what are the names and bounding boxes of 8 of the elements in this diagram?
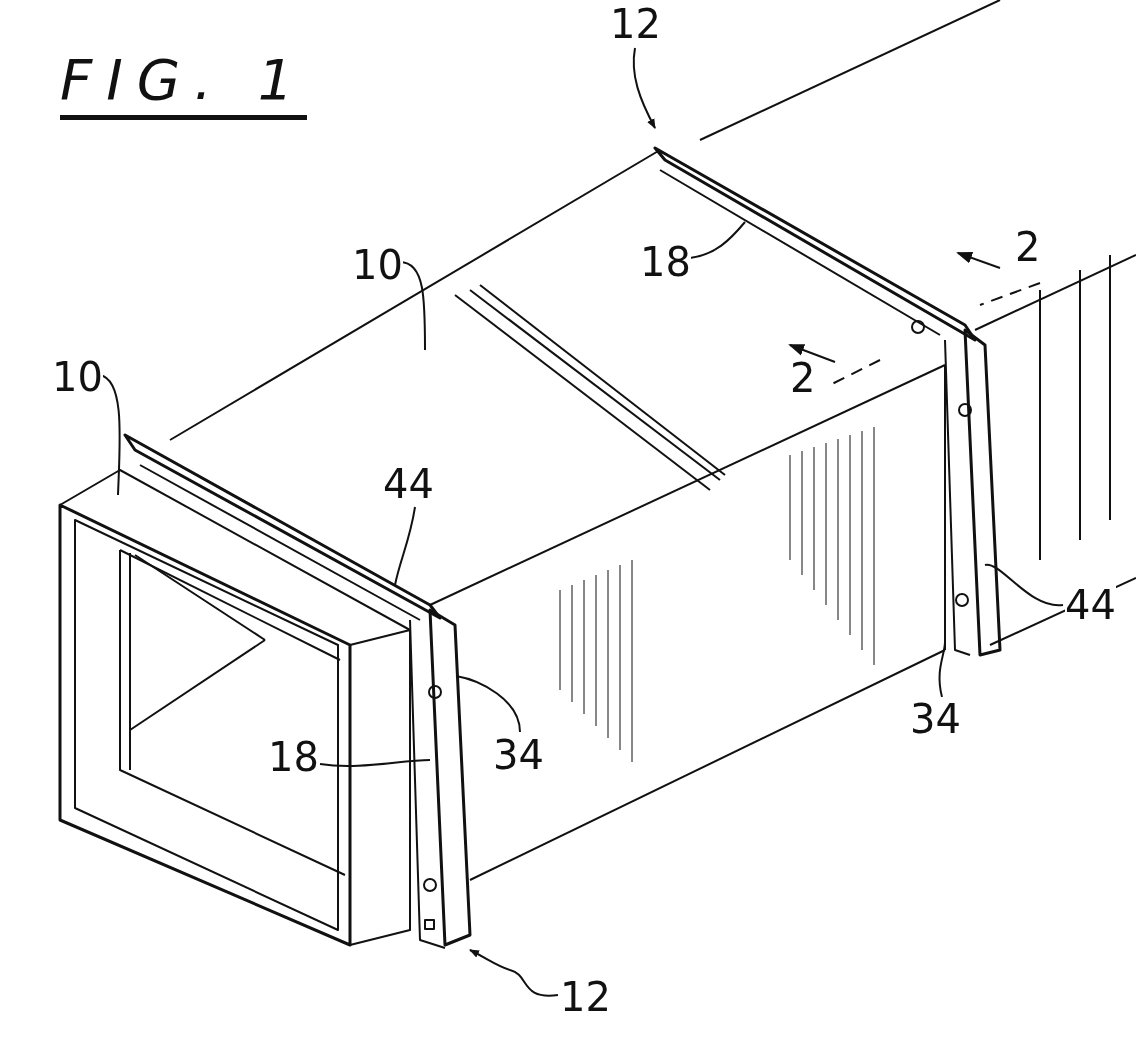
leader-line xyxy=(938,641,946,698)
leader-line xyxy=(319,759,431,767)
leader-line xyxy=(394,506,416,586)
leader-line xyxy=(632,47,656,129)
leader-line xyxy=(455,675,521,733)
leader-line xyxy=(984,563,1064,607)
leader-line xyxy=(469,949,559,997)
leader-line xyxy=(689,221,746,259)
